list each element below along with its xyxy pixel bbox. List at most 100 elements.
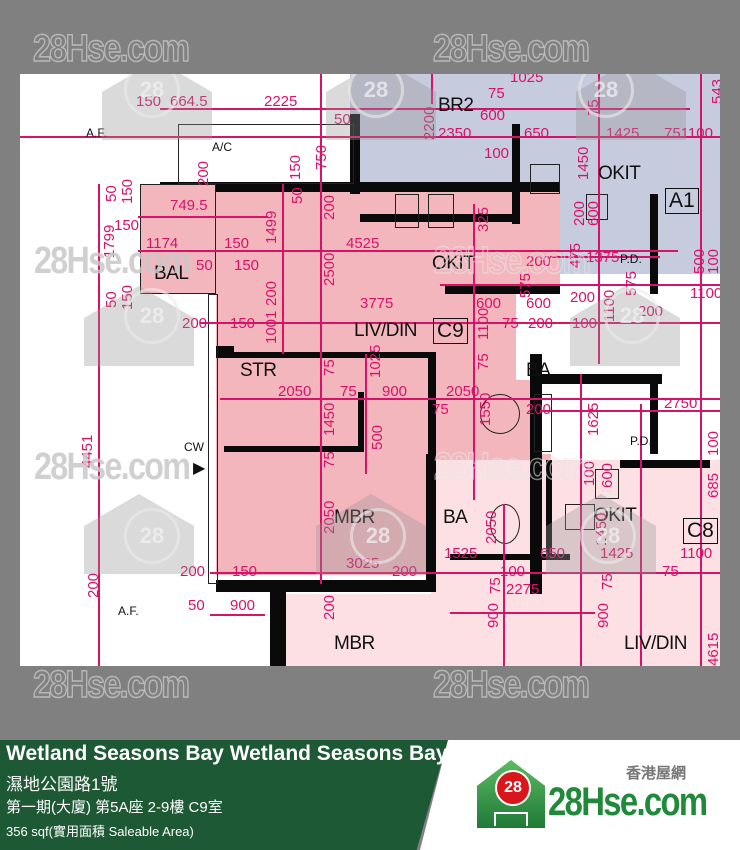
dimension-text: 75 [321,359,338,376]
unit-c8-zone [275,594,435,666]
watermark-badge-icon: 28 [580,508,636,564]
room-label-mbr-lower: MBR [334,633,375,654]
dimension-text: 200 [528,315,554,332]
dimension-text: 200 [263,280,280,306]
dimension-line [550,256,660,258]
dimension-line [540,410,720,412]
dimension-text: 75 [475,353,492,370]
dimension-text: 1550 [477,392,494,426]
watermark-badge-icon: 28 [124,288,180,344]
ac-platform [178,124,354,184]
dimension-text: 1450 [321,402,338,436]
logo-badge-icon: 28 [495,770,531,806]
dimension-text: 500 [369,424,386,450]
dimension-line [431,74,433,104]
dimension-text: 75 [432,401,449,418]
dimension-line [20,136,720,138]
dimension-line [220,398,720,400]
dimension-text: 650 [540,545,566,562]
watermark-text: 28Hse.com [432,27,590,71]
dimension-text: 325 [475,206,492,232]
room-label-str: STR [240,360,277,381]
dimension-text: 2050 [446,383,480,400]
dimension-text: 900 [230,597,256,614]
dimension-text: 2275 [506,581,540,598]
watermark-text: 28Hse.com [34,240,191,282]
shower-fixture [534,394,552,452]
room-label-liv-din: LIV/DIN [354,320,418,341]
dimension-text: 1425 [606,125,640,142]
dimension-line [282,184,284,354]
watermark-text: 28Hse.com [433,239,591,283]
dimension-line [450,612,595,614]
wall [160,182,560,192]
unit-label-c9: C9 [433,318,468,344]
dimension-text: 200 [526,401,552,418]
watermark-text: 28Hse.com [32,27,190,71]
dimension-text: 200 [85,572,102,598]
watermark-badge-icon: 28 [578,74,634,118]
dimension-text: 2225 [264,93,298,110]
dimension-text: 600 [599,462,616,488]
dimension-text: 543 [709,78,720,104]
annotation-af: A.F. [86,126,107,140]
wall [542,374,662,384]
room-label-br2: BR2 [438,95,474,116]
room-label-okit-a1: OKIT [598,163,641,184]
wall [360,214,520,222]
unit-label-c8: C8 [683,518,718,544]
dimension-text: 150 [287,154,304,180]
dimension-text: 150 [234,257,260,274]
room-label-okit-c9: OKIT [432,253,475,274]
dimension-text: 750 [313,144,330,170]
dimension-text: 2350 [438,125,472,142]
dimension-line [98,184,100,666]
dimension-text: 200 [392,563,418,580]
room-label-ba-c9: BA [526,360,551,381]
unit-c8-zone [431,460,720,666]
wall [350,114,360,194]
annotation-cw: CW [184,440,204,454]
unit-info: 第一期(大廈) 第5A座 2-9樓 C9室 [6,799,223,816]
annotation-pd: P.D. [630,434,652,448]
watermark-text: 28Hse.com [32,663,190,707]
wall [216,580,436,592]
cooker-fixture [595,469,619,499]
watermark-text: 28Hse.com [432,663,590,707]
dimension-line [503,504,505,666]
cw-arrow-icon: ▶ [193,460,206,477]
dimension-line [138,216,268,218]
dimension-text: 900 [485,602,502,628]
dimension-text: 100 [705,430,720,456]
wall [620,460,710,468]
dimension-text: 2750 [664,395,698,412]
dimension-text: 100 [500,563,526,580]
dimension-text: 150 [119,178,136,204]
room-label-liv-din-c8: LIV/DIN [624,633,688,654]
watermark-badge-icon: 28 [348,74,404,118]
dimension-text: 600 [480,107,506,124]
dimension-text: 75 [487,577,504,594]
dimension-text: 2050 [278,383,312,400]
dimension-text: 749.5 [170,197,208,214]
dimension-line [200,322,720,324]
dimension-line [580,374,582,666]
dimension-text: 50 [196,257,213,274]
dimension-text: 100 [484,145,510,162]
sink-fixture [395,194,419,228]
estate-title: Wetland Seasons Bay Wetland Seasons Bay [6,742,448,765]
wall [445,284,560,294]
wall [546,460,552,556]
toilet-fixture [490,504,520,544]
dimension-text: 75 [599,573,616,590]
dimension-line [473,204,475,500]
dimension-text: 200 [195,160,212,186]
wall [358,392,364,452]
wall [426,454,436,590]
dimension-text: 1001 [263,310,280,344]
logo-brand[interactable]: 28Hse.com [548,780,708,824]
dimension-text: 1499 [263,210,280,244]
dimension-text: 200 [321,594,338,620]
wall [650,374,658,454]
dimension-line [210,572,720,574]
